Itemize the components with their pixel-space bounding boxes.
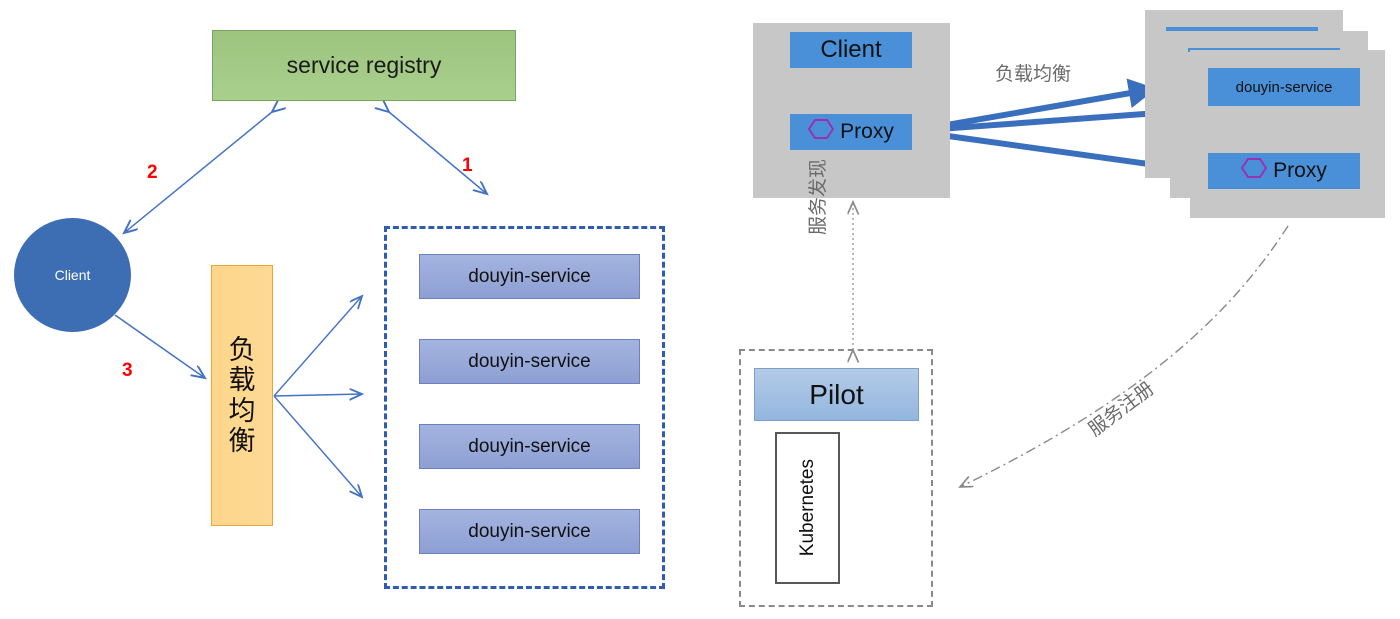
step-number-2: 2 bbox=[147, 162, 158, 183]
service-pod-app-label: douyin-service bbox=[1235, 78, 1333, 96]
step-number-3: 3 bbox=[122, 360, 133, 381]
control-plane-container bbox=[739, 349, 933, 607]
step-number-1: 1 bbox=[462, 155, 473, 176]
label-service-discovery: 服务发现 bbox=[808, 158, 829, 235]
service-pod-proxy-box[interactable]: Proxy bbox=[1208, 153, 1360, 189]
service-pod-strip-back bbox=[1166, 27, 1318, 31]
pilot-box[interactable]: Pilot bbox=[754, 368, 919, 421]
hexagon-icon bbox=[807, 116, 835, 148]
kubernetes-box[interactable]: Kubernetes bbox=[775, 432, 840, 584]
douyin-service-box-4[interactable]: douyin-service bbox=[419, 509, 640, 554]
service-pod-proxy-label: Proxy bbox=[1273, 159, 1327, 182]
pilot-label: Pilot bbox=[809, 378, 864, 410]
service-registry-label: service registry bbox=[286, 52, 442, 78]
client-pod-proxy-label: Proxy bbox=[840, 120, 894, 143]
arrow-lb-service-3 bbox=[273, 395, 362, 497]
service-registry-box[interactable]: service registry bbox=[212, 30, 516, 101]
label-service-registration: 服务注册 bbox=[1085, 378, 1159, 441]
douyin-service-label-1: douyin-service bbox=[468, 265, 591, 287]
douyin-service-box-1[interactable]: douyin-service bbox=[419, 254, 640, 299]
arrow-service-registration bbox=[960, 225, 1289, 487]
arrow-lb-service-1 bbox=[273, 296, 362, 397]
douyin-service-label-3: douyin-service bbox=[468, 435, 591, 457]
load-balancer-box[interactable]: 负 载 均 衡 bbox=[211, 265, 273, 526]
arrow-registry-services bbox=[389, 112, 487, 194]
client-pod-proxy-box[interactable]: Proxy bbox=[790, 114, 912, 150]
douyin-service-label-2: douyin-service bbox=[468, 350, 591, 372]
client-circle-label: Client bbox=[54, 267, 91, 283]
lb-char-4: 衡 bbox=[228, 425, 256, 456]
arrow-proxy-to-pod-2 bbox=[911, 98, 1181, 134]
douyin-service-box-2[interactable]: douyin-service bbox=[419, 339, 640, 384]
douyin-service-label-4: douyin-service bbox=[468, 520, 591, 542]
hexagon-icon bbox=[1240, 155, 1268, 187]
services-group-container bbox=[384, 226, 665, 589]
label-load-balancing: 负载均衡 bbox=[995, 64, 1072, 85]
lb-char-3: 均 bbox=[228, 395, 256, 426]
douyin-service-box-3[interactable]: douyin-service bbox=[419, 424, 640, 469]
lb-char-2: 载 bbox=[228, 365, 256, 396]
client-circle[interactable]: Client bbox=[14, 218, 131, 332]
service-pod-app-box[interactable]: douyin-service bbox=[1208, 68, 1360, 106]
client-pod-app-box[interactable]: Client bbox=[790, 32, 912, 68]
lb-char-1: 负 bbox=[228, 335, 256, 366]
arrow-lb-service-2 bbox=[273, 394, 362, 396]
client-pod-app-label: Client bbox=[820, 36, 882, 63]
kubernetes-label: Kubernetes bbox=[796, 459, 818, 557]
